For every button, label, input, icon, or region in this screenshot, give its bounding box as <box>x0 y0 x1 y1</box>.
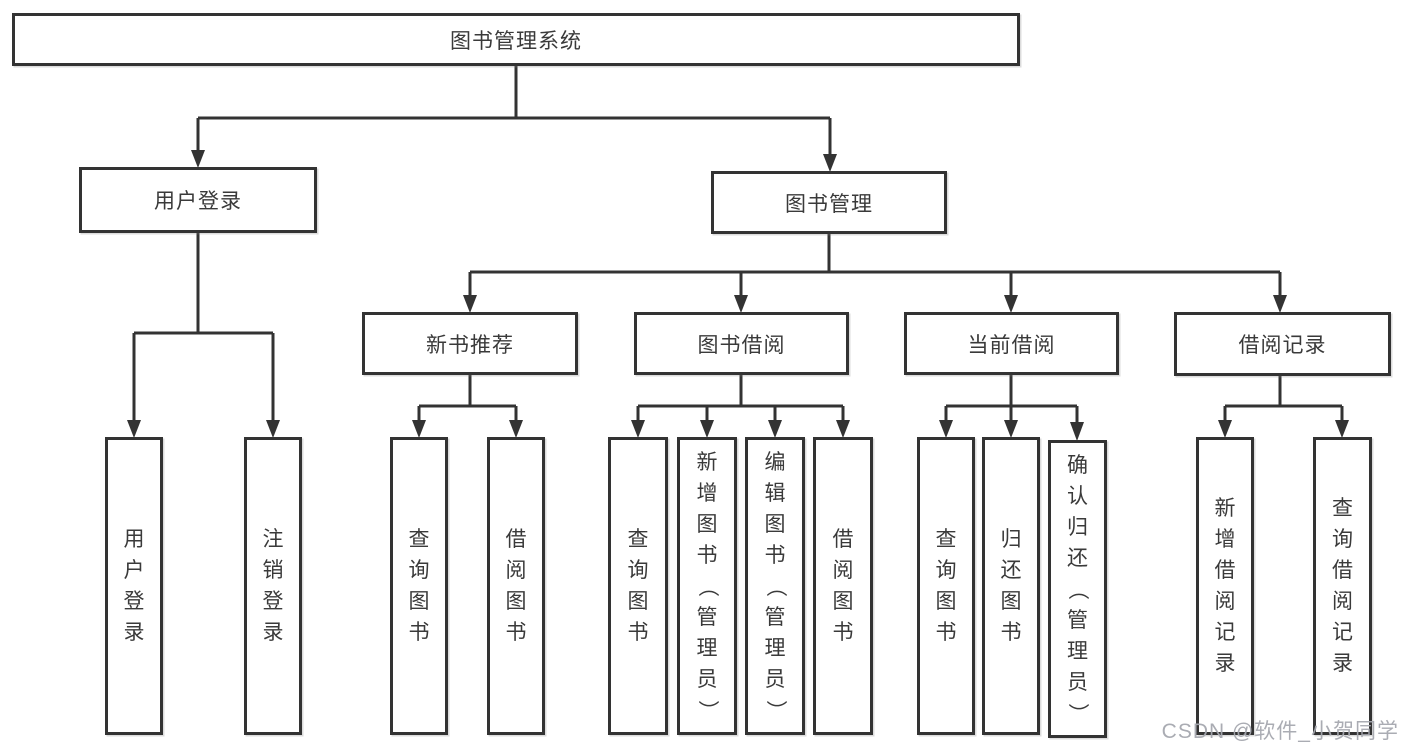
leaf-edit-book-admin-box: 编辑图书（管理员） <box>745 437 805 735</box>
leaf-query-books-rec-box: 查询图书 <box>390 437 448 735</box>
connector-current-borrow <box>944 375 1079 422</box>
leaf-borrow-books-box: 借阅图书 <box>813 437 873 735</box>
connector-root <box>196 66 832 154</box>
leaf-logout-label: 注销登录 <box>262 528 284 644</box>
leaf-borrow-books-rec-label: 借阅图书 <box>505 528 527 644</box>
connector-borrow-record-arrows <box>1218 420 1349 438</box>
connector-user-login-arrows <box>127 420 280 438</box>
leaf-user-login-label: 用户登录 <box>123 528 145 644</box>
leaf-add-book-admin-box: 新增图书（管理员） <box>677 437 737 735</box>
connector-book-borrow-arrows <box>631 420 850 438</box>
group-current-borrow-box: 当前借阅 <box>904 312 1119 375</box>
leaf-query-books-borrow-label: 查询图书 <box>627 528 649 644</box>
connector-new-book-arrows <box>412 420 523 438</box>
leaf-borrow-books-rec-box: 借阅图书 <box>487 437 545 735</box>
leaf-confirm-return-admin-label: 确认归还（管理员） <box>1066 453 1089 724</box>
connector-user-login <box>132 233 275 420</box>
watermark: CSDN @软件_小贺同学 <box>1161 720 1399 743</box>
leaf-logout-box: 注销登录 <box>244 437 302 735</box>
leaf-return-book-box: 归还图书 <box>982 437 1040 735</box>
connector-borrow-record <box>1223 376 1344 420</box>
leaf-add-borrow-record-box: 新增借阅记录 <box>1196 437 1254 735</box>
group-new-book-rec-box: 新书推荐 <box>362 312 578 375</box>
leaf-user-login-box: 用户登录 <box>105 437 163 735</box>
group-book-borrow-box: 图书借阅 <box>634 312 849 375</box>
group-new-book-rec-label: 新书推荐 <box>426 333 514 357</box>
leaf-query-books-borrow-box: 查询图书 <box>608 437 668 735</box>
group-book-borrow-label: 图书借阅 <box>697 333 786 357</box>
leaf-query-borrow-record-label: 查询借阅记录 <box>1332 497 1353 675</box>
leaf-query-borrow-record-box: 查询借阅记录 <box>1313 437 1372 735</box>
connector-new-book <box>417 375 518 420</box>
branch-user-login-box: 用户登录 <box>79 167 317 233</box>
leaf-query-books-rec-label: 查询图书 <box>408 528 430 644</box>
leaf-borrow-books-label: 借阅图书 <box>832 528 854 644</box>
leaf-confirm-return-admin-box: 确认归还（管理员） <box>1048 440 1107 738</box>
group-current-borrow-label: 当前借阅 <box>967 333 1056 357</box>
root-box-library-system: 图书管理系统 <box>12 13 1020 66</box>
branch-book-mgmt-box: 图书管理 <box>711 171 947 234</box>
leaf-return-book-label: 归还图书 <box>1000 528 1022 644</box>
leaf-add-borrow-record-label: 新增借阅记录 <box>1214 497 1236 675</box>
connector-book-borrow <box>636 375 845 420</box>
group-borrow-record-label: 借阅记录 <box>1238 334 1327 357</box>
leaf-add-book-admin-label: 新增图书（管理员） <box>695 450 719 721</box>
leaf-query-books-current-box: 查询图书 <box>917 437 975 735</box>
branch-book-mgmt-label: 图书管理 <box>785 192 873 216</box>
leaf-edit-book-admin-label: 编辑图书（管理员） <box>763 450 787 721</box>
connector-book-mgmt <box>468 234 1282 295</box>
branch-user-login-label: 用户登录 <box>154 190 242 213</box>
group-borrow-record-box: 借阅记录 <box>1174 312 1391 376</box>
connector-book-mgmt-arrows <box>463 295 1287 313</box>
leaf-query-books-current-label: 查询图书 <box>935 528 957 644</box>
root-label: 图书管理系统 <box>450 29 582 53</box>
